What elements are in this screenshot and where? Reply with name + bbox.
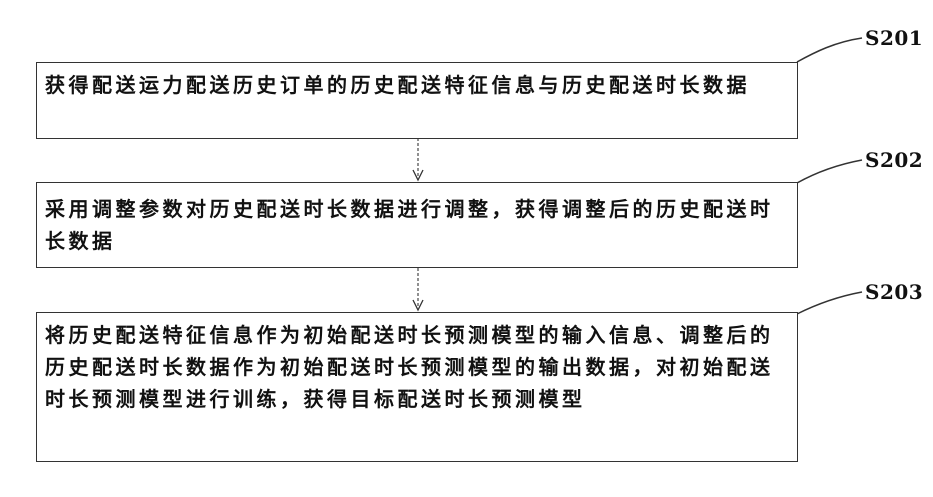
- arrow-head-s201-s202: [413, 170, 423, 180]
- step-label-s201: S201: [865, 26, 923, 50]
- step-box-s201: 获得配送运力配送历史订单的历史配送特征信息与历史配送时长数据: [36, 62, 798, 139]
- step-text-s201: 获得配送运力配送历史订单的历史配送特征信息与历史配送时长数据: [45, 69, 789, 101]
- leader-line-s201: [797, 38, 862, 62]
- leader-line-s203: [797, 292, 862, 314]
- arrow-head-s202-s203: [413, 300, 423, 310]
- step-text-s202: 采用调整参数对历史配送时长数据进行调整，获得调整后的历史配送时长数据: [45, 193, 789, 257]
- step-label-s203: S203: [865, 280, 923, 304]
- step-label-s202: S202: [865, 148, 923, 172]
- leader-line-s202: [797, 160, 862, 183]
- step-text-s203: 将历史配送特征信息作为初始配送时长预测模型的输入信息、调整后的历史配送时长数据作…: [45, 319, 789, 415]
- step-box-s203: 将历史配送特征信息作为初始配送时长预测模型的输入信息、调整后的历史配送时长数据作…: [36, 312, 798, 462]
- step-box-s202: 采用调整参数对历史配送时长数据进行调整，获得调整后的历史配送时长数据: [36, 182, 798, 268]
